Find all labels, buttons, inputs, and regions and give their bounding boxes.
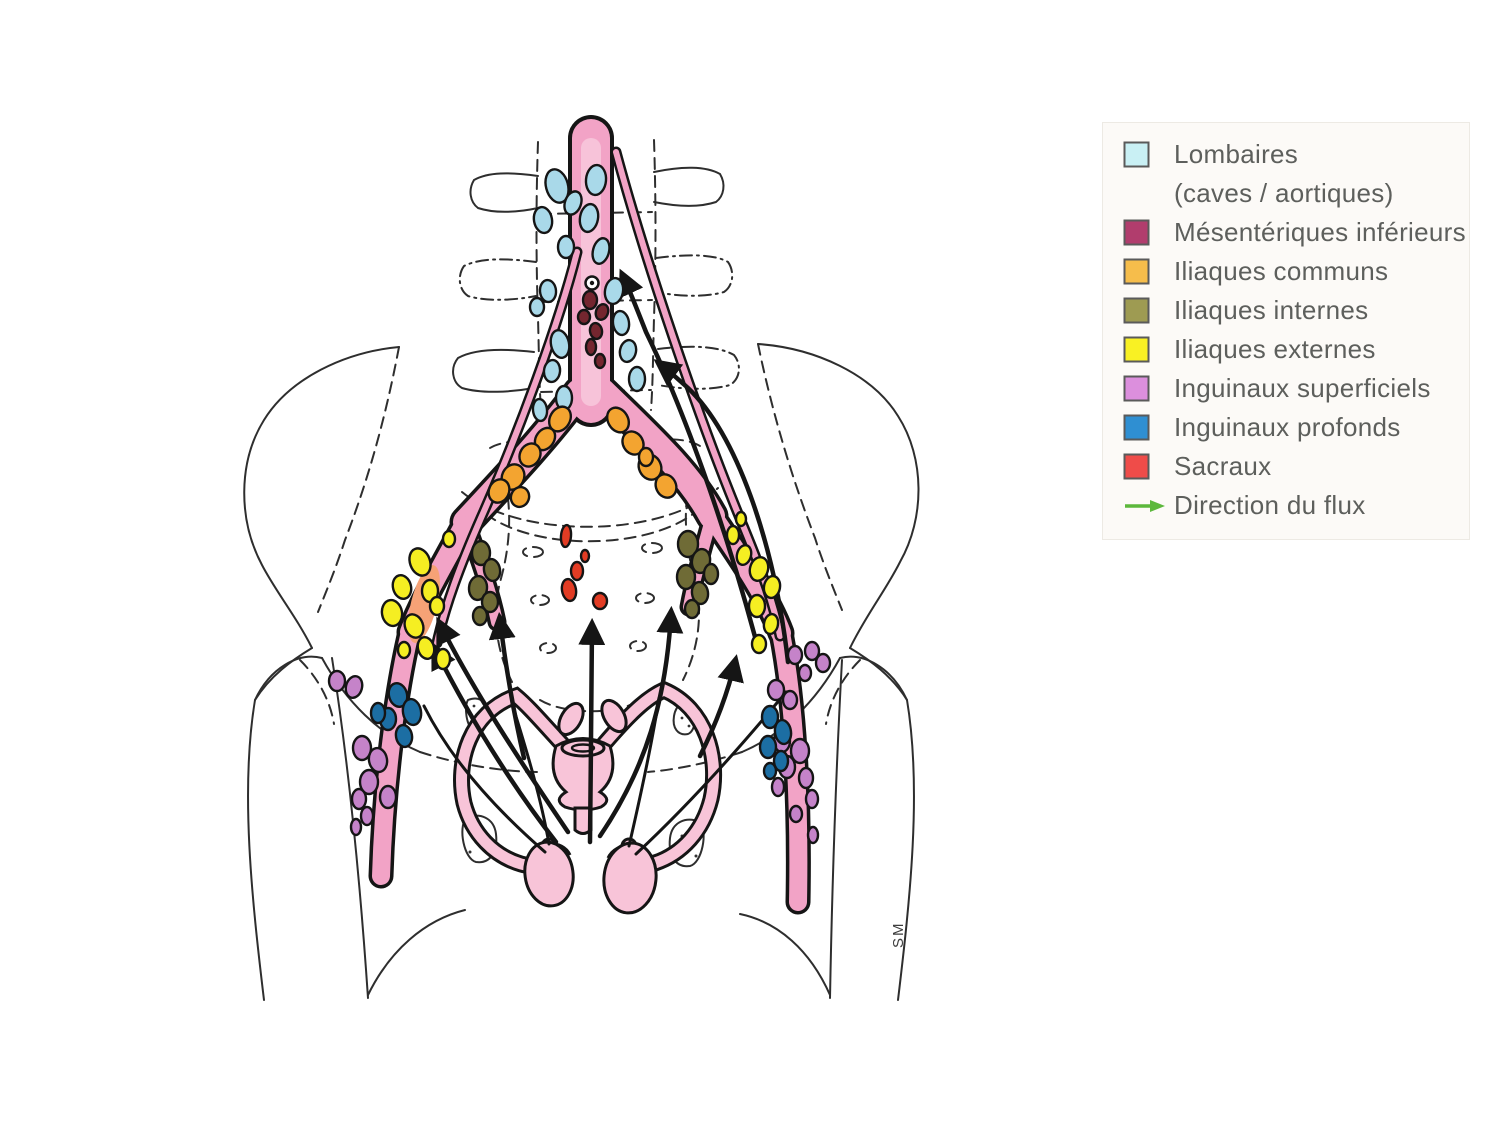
- ima-origin-ring: [584, 275, 600, 291]
- sacraux-swatch: [1123, 453, 1150, 480]
- pelvis-bones: [243, 139, 920, 1001]
- legend-label-inguinaux-superficiels: Inguinaux superficiels: [1174, 373, 1431, 403]
- lymph-nodes-iliaques-externes: [380, 510, 782, 671]
- inguinaux-superficiels-swatch: [1123, 375, 1150, 402]
- legend-label-inguinaux-profonds: Inguinaux profonds: [1174, 412, 1401, 442]
- legend-item-direction-flux: Direction du flux: [1123, 486, 1455, 525]
- legend-sublabel-lombaires: (caves / aortiques): [1174, 178, 1394, 208]
- flow-direction-arrow-icon: [1125, 499, 1165, 512]
- lymph-nodes-iliaques-internes: [467, 529, 720, 627]
- lombaires-swatch: [1123, 141, 1150, 168]
- legend-label-lombaires: Lombaires: [1174, 139, 1299, 169]
- iliaques-externes-swatch: [1123, 336, 1150, 363]
- legend-item-inguinaux-superficiels: Inguinaux superficiels: [1123, 369, 1455, 408]
- lymph-nodes-iliaques-communs: [487, 405, 678, 509]
- legend-label-sacraux: Sacraux: [1174, 451, 1272, 481]
- lymph-nodes-lombaires: [528, 163, 647, 423]
- legend: Lombaires (caves / aortiques) Mésentériq…: [1102, 122, 1470, 540]
- mesenteriques-swatch: [1123, 219, 1150, 246]
- iliaques-internes-swatch: [1123, 297, 1150, 324]
- legend-item-lombaires-sublabel: (caves / aortiques): [1123, 174, 1455, 213]
- legend-item-sacraux: Sacraux: [1123, 447, 1455, 486]
- legend-item-iliaques-communs: Iliaques communs: [1123, 252, 1455, 291]
- legend-label-iliaques-communs: Iliaques communs: [1174, 256, 1389, 286]
- legend-item-mesenteriques: Mésentériques inférieurs: [1123, 213, 1466, 252]
- legend-item-iliaques-externes: Iliaques externes: [1123, 330, 1455, 369]
- iliaques-communs-swatch: [1123, 258, 1150, 285]
- lymph-nodes-mesenteriques: [576, 289, 610, 370]
- legend-item-inguinaux-profonds: Inguinaux profonds: [1123, 408, 1455, 447]
- flow-arrows: [431, 605, 744, 845]
- legend-item-lombaires: Lombaires: [1123, 135, 1455, 174]
- legend-label-direction-flux: Direction du flux: [1174, 490, 1366, 520]
- inguinaux-profonds-swatch: [1123, 414, 1150, 441]
- legend-label-iliaques-externes: Iliaques externes: [1174, 334, 1376, 364]
- legend-label-mesenteriques: Mésentériques inférieurs: [1174, 217, 1466, 247]
- lymph-nodes-inguinaux-profonds: [369, 681, 793, 781]
- legend-item-iliaques-internes: Iliaques internes: [1123, 291, 1455, 330]
- lymph-nodes-sacraux: [559, 523, 609, 611]
- legend-label-iliaques-internes: Iliaques internes: [1174, 295, 1369, 325]
- lymph-nodes-inguinaux-superficiels: [327, 640, 832, 845]
- artist-signature: SM: [890, 922, 907, 949]
